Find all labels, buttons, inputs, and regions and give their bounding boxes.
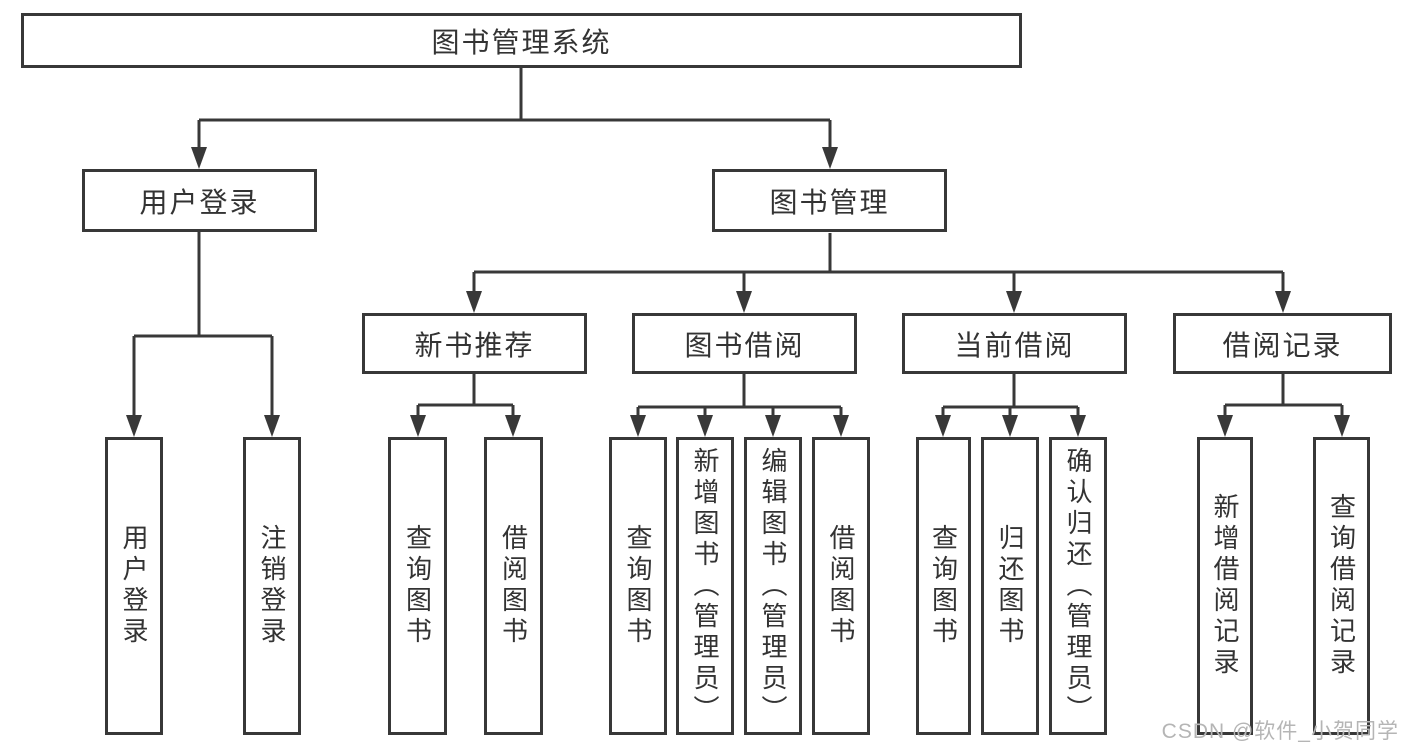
- node-user-login: 用户登录: [82, 169, 317, 232]
- node-library-management-system: 图书管理系统: [21, 13, 1022, 68]
- arrow-icon: [264, 415, 280, 437]
- node-label: 查询图书: [928, 524, 959, 648]
- node-label: 借阅图书: [498, 524, 529, 648]
- leaf-borrow-books-recommend: 借阅图书: [484, 437, 543, 735]
- leaf-logout: 注销登录: [243, 437, 301, 735]
- arrow-icon: [466, 291, 482, 313]
- node-book-management: 图书管理: [712, 169, 947, 232]
- node-book-borrowing: 图书借阅: [632, 313, 857, 374]
- node-label: 查询图书: [402, 524, 433, 648]
- tree-branch-lines: [132, 66, 1344, 417]
- arrow-icon: [1070, 415, 1086, 437]
- arrow-icon: [1275, 291, 1291, 313]
- node-label: 借阅图书: [826, 524, 856, 648]
- node-label: 图书管理系统: [431, 26, 612, 58]
- watermark: CSDN @软件_小贺同学: [1161, 720, 1399, 743]
- arrow-icon: [410, 415, 426, 437]
- arrow-icon: [822, 147, 838, 169]
- arrow-icon: [1217, 415, 1233, 437]
- arrow-icon: [126, 415, 142, 437]
- leaf-add-books-admin: 新增图书（管理员）: [676, 437, 734, 735]
- node-label: 查询图书: [623, 524, 653, 648]
- node-label: 用户登录: [119, 524, 149, 648]
- node-current-borrowing: 当前借阅: [902, 313, 1127, 374]
- node-label: 查询借阅记录: [1326, 493, 1357, 679]
- node-label: 借阅记录: [1222, 329, 1343, 361]
- leaf-edit-books-admin: 编辑图书（管理员）: [744, 437, 802, 735]
- node-label: 图书管理: [769, 186, 890, 218]
- arrow-icon: [505, 415, 521, 437]
- arrowheads: [126, 147, 1350, 437]
- arrow-icon: [736, 291, 752, 313]
- leaf-add-borrow-record: 新增借阅记录: [1197, 437, 1253, 735]
- leaf-return-books: 归还图书: [981, 437, 1039, 735]
- leaf-query-borrow-record: 查询借阅记录: [1313, 437, 1370, 735]
- arrow-icon: [833, 415, 849, 437]
- node-label: 当前借阅: [954, 329, 1075, 361]
- arrow-icon: [1002, 415, 1018, 437]
- node-borrowing-records: 借阅记录: [1173, 313, 1392, 374]
- leaf-borrow-books: 借阅图书: [812, 437, 870, 735]
- node-label: 新增借阅记录: [1210, 493, 1240, 679]
- leaf-query-books-recommend: 查询图书: [388, 437, 447, 735]
- leaf-user-login: 用户登录: [105, 437, 163, 735]
- node-label: 归还图书: [995, 524, 1025, 648]
- leaf-confirm-return-admin: 确认归还（管理员）: [1049, 437, 1107, 735]
- node-label: 新书推荐: [414, 329, 535, 361]
- arrow-icon: [191, 147, 207, 169]
- leaf-query-books-borrow: 查询图书: [609, 437, 667, 735]
- arrow-icon: [1334, 415, 1350, 437]
- node-label: 注销登录: [257, 524, 287, 648]
- arrow-icon: [765, 415, 781, 437]
- node-label: 确认归还（管理员）: [1063, 446, 1093, 726]
- node-label: 新增图书（管理员）: [690, 446, 720, 726]
- node-label: 编辑图书（管理员）: [758, 446, 788, 726]
- arrow-icon: [1006, 291, 1022, 313]
- arrow-icon: [697, 415, 713, 437]
- leaf-query-books-current: 查询图书: [916, 437, 971, 735]
- node-label: 用户登录: [139, 186, 260, 218]
- arrow-icon: [630, 415, 646, 437]
- node-new-book-recommendation: 新书推荐: [362, 313, 587, 374]
- node-label: 图书借阅: [684, 329, 805, 361]
- arrow-icon: [935, 415, 951, 437]
